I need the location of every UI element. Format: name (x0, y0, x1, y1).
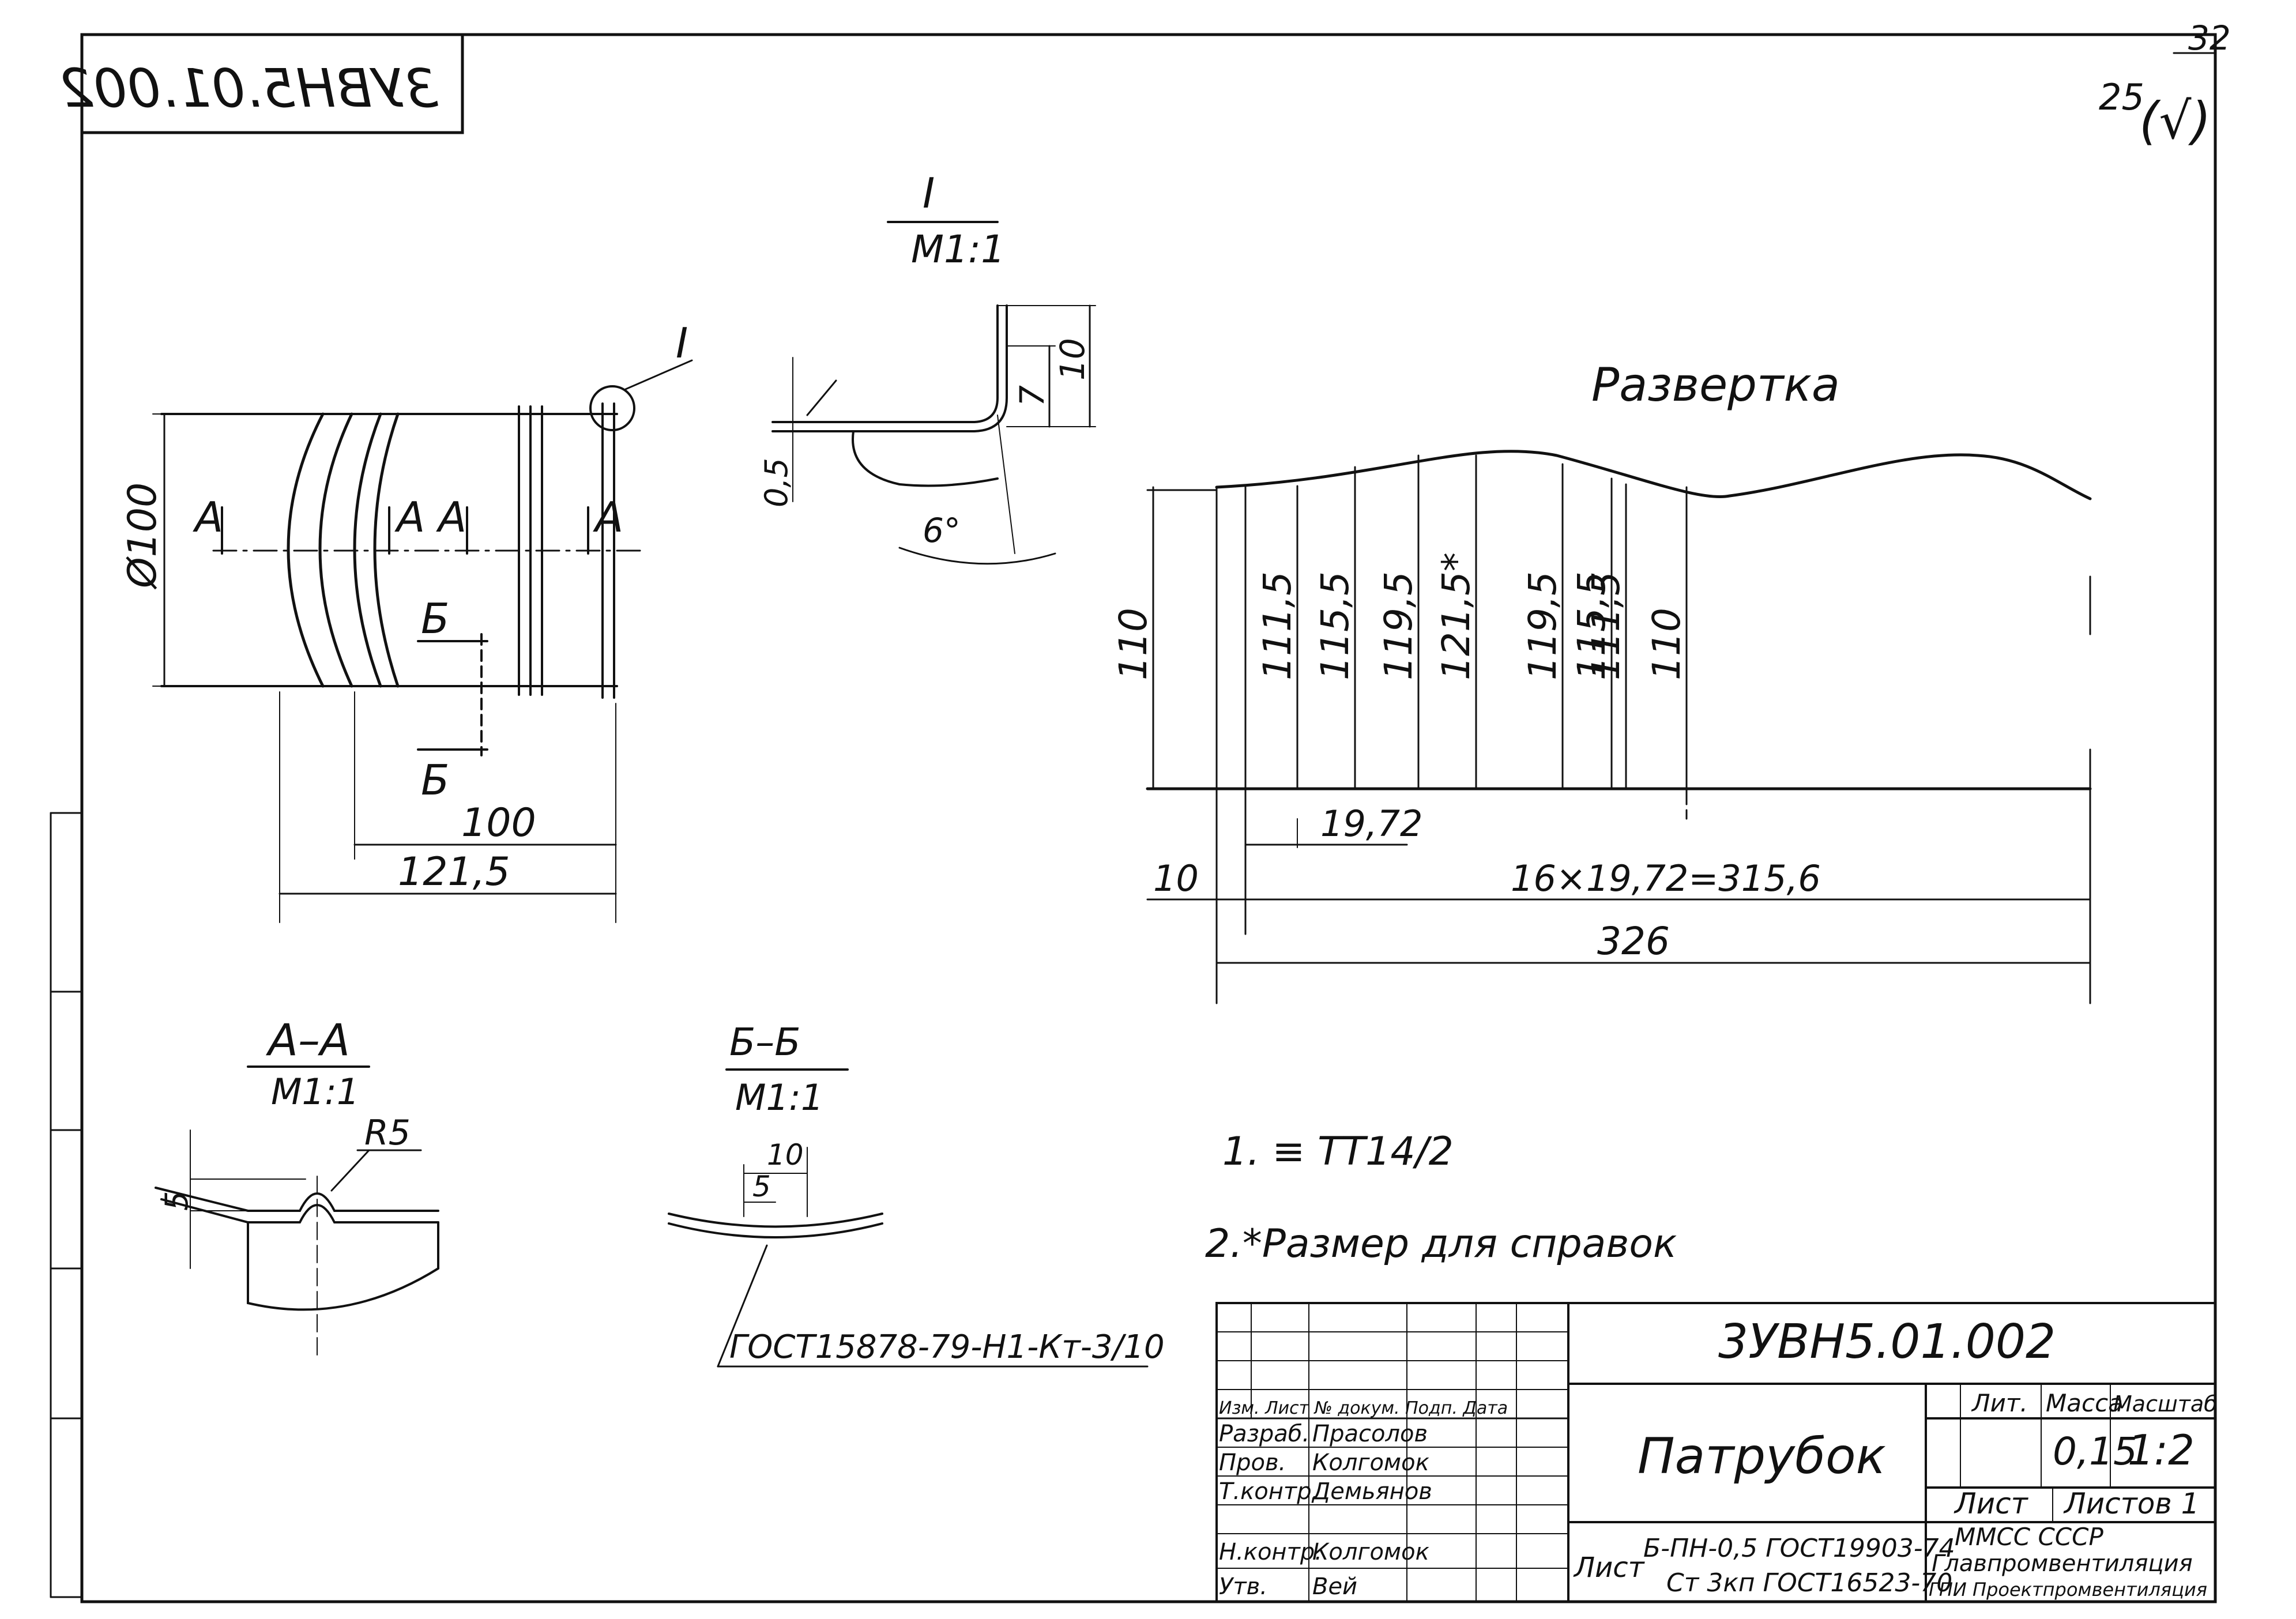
development-curve (1215, 450, 2092, 500)
development-height-label: 111,5 (1255, 571, 1300, 680)
main-view: I А А А А Б Б Ø100 100 121,5 (120, 319, 693, 923)
tb-part-name: Патрубок (1638, 1428, 1886, 1485)
section-mark-b2: Б (421, 756, 449, 804)
tb-header-row: Изм. Лист № докум. Подп. Дата (1219, 1398, 1508, 1418)
tb-col-sheets: Листов 1 (2063, 1487, 2199, 1520)
tb-designation: 3УВН5.01.002 (1718, 1315, 2056, 1369)
section-mark-b1: Б (421, 594, 449, 643)
dev-dim-offset: 10 (1153, 857, 1199, 899)
section-bb-scale: М1:1 (735, 1076, 823, 1119)
dev-dim-step: 19,72 (1320, 803, 1423, 845)
tb-col-scale: Масштаб (2113, 1391, 2218, 1417)
section-mark-a1: А (193, 493, 223, 541)
dim-length-100: 100 (461, 800, 536, 846)
tb-role-4: Н.контр. (1219, 1539, 1322, 1565)
tb-mass: 0,15 (2053, 1429, 2137, 1474)
development-height-label: 110 (1644, 608, 1689, 680)
tb-org-line1: ММСС СССР (1955, 1523, 2103, 1551)
detail-i-title: I (923, 169, 935, 217)
tb-name-4: Колгомок (1312, 1539, 1429, 1565)
detail-i-view: I М1:1 10 7 0,5 6° (758, 169, 1096, 565)
detail-callout: I (676, 319, 688, 367)
tb-material-line2: Ст 3кп ГОСТ16523-70 (1666, 1568, 1952, 1598)
section-aa-title: А–А (265, 1014, 350, 1065)
development-height-label: 111,5 (1584, 571, 1628, 680)
tb-col-sheet: Лист (1954, 1487, 2029, 1520)
note-1: 1. ≡ ТТ14/2 (1222, 1129, 1454, 1174)
dev-dim-steps-total: 16×19,72=315,6 (1511, 857, 1821, 899)
tb-col-mass: Масса (2046, 1389, 2123, 1417)
tb-org-line2: Главпромвентиляция (1932, 1550, 2193, 1577)
tb-role-2: Пров. (1219, 1449, 1286, 1476)
development-height-label: 119,5 (1376, 571, 1421, 680)
mirrored-code: 3УВН5.01.002 (59, 58, 438, 119)
development-height-label: 121,5* (1434, 552, 1478, 680)
section-mark-a2: А (394, 493, 425, 541)
tb-role-1: Разраб. (1219, 1421, 1309, 1447)
section-bb-dim-5: 5 (752, 1170, 771, 1203)
tb-org-line3: ГПИ Проектпромвентиляция (1929, 1579, 2207, 1601)
mirrored-code-box: 3УВН5.01.002 (59, 33, 464, 134)
notes: 1. ≡ ТТ14/2 2.*Размер для справок (1205, 1129, 1677, 1267)
section-mark-a3: А (436, 493, 466, 541)
section-bb-dim-10: 10 (767, 1138, 804, 1172)
detail-i-dim-angle: 6° (923, 511, 961, 550)
development-height-label: 115,5 (1569, 571, 1614, 680)
dim-diameter: Ø100 (120, 483, 165, 590)
detail-i-dim-thickness: 0,5 (758, 458, 795, 507)
section-aa-depth: 5 (159, 1191, 195, 1211)
tb-scale: 1:2 (2128, 1426, 2195, 1474)
detail-i-scale: М1:1 (911, 227, 1005, 272)
detail-i-dim-7: 7 (1013, 385, 1052, 406)
detail-i-dim-10: 10 (1053, 338, 1092, 381)
page-number: 32 (2188, 18, 2231, 58)
tb-name-3: Демьянов (1311, 1478, 1432, 1505)
tb-material-line1: Б-ПН-0,5 ГОСТ19903-74 (1643, 1534, 1955, 1563)
section-aa-view: А–А М1:1 R5 5 (155, 1014, 439, 1361)
note-2: 2.*Размер для справок (1205, 1221, 1677, 1267)
section-aa-radius: R5 (364, 1113, 411, 1153)
section-bb-leader-note: ГОСТ15878-79-Н1-Кт-3/10 (729, 1328, 1165, 1366)
development-height-label: 115,5 (1313, 571, 1357, 680)
section-bb-view: Б–Б М1:1 10 5 ГОСТ15878-79-Н1-Кт-3/10 (668, 1020, 1165, 1368)
section-mark-a4: А (593, 493, 623, 541)
tb-col-lit: Лит. (1971, 1389, 2028, 1417)
development-height-label: 110 (1111, 608, 1155, 680)
development-height-label: 119,5 (1520, 571, 1565, 680)
tb-role-5: Утв. (1219, 1573, 1267, 1600)
roughness-value: 25 (2099, 76, 2144, 118)
title-block: 3УВН5.01.002 Патрубок Лит. Масса Масштаб… (1215, 1302, 2218, 1603)
tb-material-label: Лист (1573, 1552, 1646, 1584)
dev-dim-total: 326 (1597, 919, 1670, 963)
section-bb-title: Б–Б (729, 1020, 801, 1064)
tb-name-1: Прасолов (1312, 1421, 1428, 1447)
tb-name-2: Колгомок (1312, 1449, 1429, 1476)
tb-name-5: Вей (1312, 1573, 1357, 1600)
development-title: Развертка (1591, 358, 1840, 412)
roughness-mark: (√) (2139, 91, 2211, 150)
dim-length-121: 121,5 (398, 849, 510, 895)
tb-role-3: Т.контр. (1219, 1478, 1319, 1505)
section-aa-scale: М1:1 (271, 1071, 359, 1113)
binding-ticks (50, 812, 83, 1598)
